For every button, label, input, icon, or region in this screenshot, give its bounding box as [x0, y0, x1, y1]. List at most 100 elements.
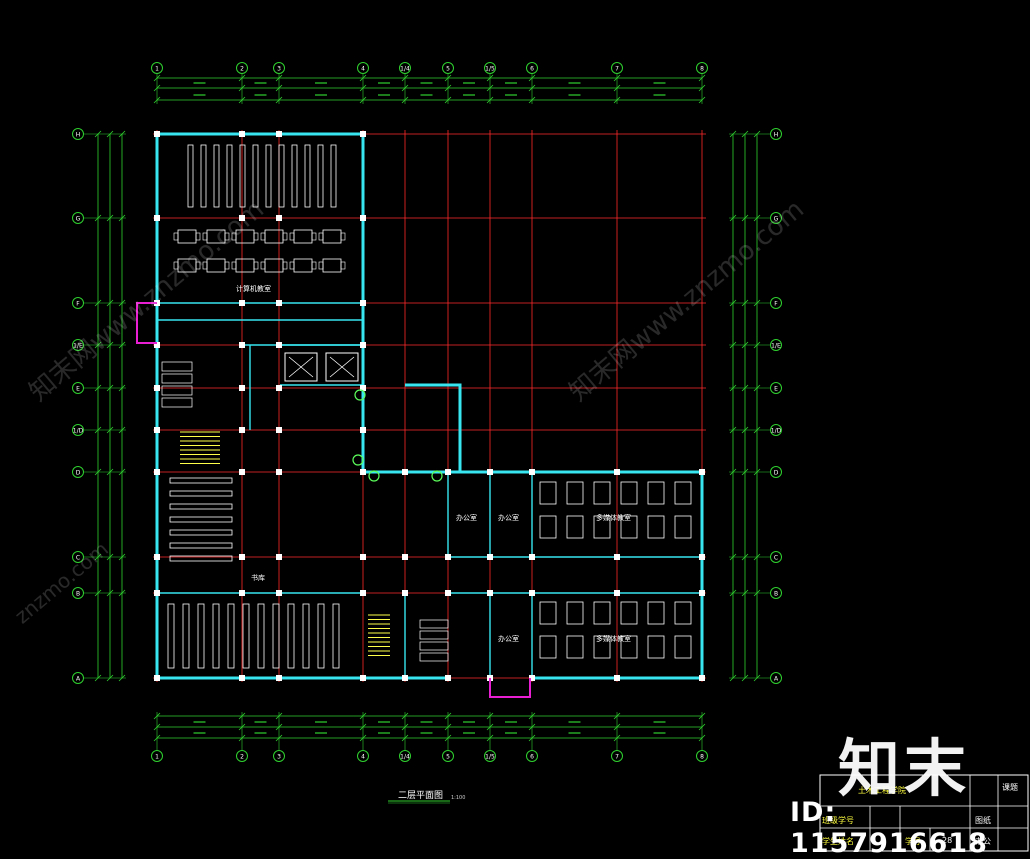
grid-bubble [770, 424, 782, 436]
column [402, 469, 408, 475]
desk-pair [647, 635, 665, 659]
grid-bubble-label: 1/5 [485, 754, 495, 761]
planter [354, 389, 366, 401]
column [529, 469, 535, 475]
grid-bubble [484, 750, 496, 762]
planter [352, 454, 364, 466]
bench [169, 503, 233, 510]
dimension-text [315, 732, 327, 734]
grid-bubble-label: 1/4 [400, 66, 410, 73]
chair [311, 261, 317, 270]
column [276, 427, 282, 433]
room-label: 办公室 [498, 514, 519, 522]
grid-bubble-label: D [76, 470, 81, 477]
chair [311, 232, 317, 241]
title-block-student-no-label: 学号 [905, 837, 921, 846]
dimension-lines [84, 74, 772, 750]
grid-bubble [399, 62, 411, 74]
desk [278, 144, 285, 208]
dimension-text [463, 82, 475, 84]
grid-bubble-label: H [774, 132, 779, 139]
grid-bubble-label: 1/D [73, 428, 84, 435]
grid-bubble [770, 128, 782, 140]
bench [169, 516, 233, 523]
chair [224, 261, 230, 270]
shelf [197, 603, 205, 669]
grid-bubble [72, 339, 84, 351]
wall [361, 345, 448, 474]
desk [252, 144, 259, 208]
toilet-stall [161, 397, 193, 408]
bench [169, 490, 233, 497]
desk-pair [566, 481, 584, 505]
grid-bubble [273, 62, 285, 74]
chair [231, 232, 237, 241]
grid-bubble-label: H [76, 132, 81, 139]
column [360, 427, 366, 433]
column [529, 675, 535, 681]
grid-bubble [72, 551, 84, 563]
bench [169, 529, 233, 536]
grid-bubble [611, 62, 623, 74]
column [360, 590, 366, 596]
plan-title: 二层平面图 [398, 791, 444, 801]
desk-pair [647, 515, 665, 539]
room-label: 办公室 [498, 635, 519, 643]
grid-bubble-label: E [774, 386, 778, 393]
column [445, 469, 451, 475]
dimension-text [378, 721, 390, 723]
desk [330, 144, 337, 208]
toilet-stall [161, 361, 193, 372]
grid-bubble [72, 587, 84, 599]
chair [318, 232, 324, 241]
desk-pair [647, 601, 665, 625]
grid-bubble [696, 750, 708, 762]
grid-bubble-label: 8 [700, 754, 704, 761]
dimension-text [568, 732, 581, 734]
column [239, 385, 245, 391]
column [445, 590, 451, 596]
grid-bubble [770, 551, 782, 563]
chair [282, 232, 288, 241]
grid-bubble-label: G [76, 216, 81, 223]
grid-bubble [770, 587, 782, 599]
grid-bubble [72, 672, 84, 684]
chair [289, 261, 295, 270]
grid-bubble-label: 5 [446, 66, 450, 73]
grid-bubble [770, 212, 782, 224]
chair [173, 261, 179, 270]
column [276, 469, 282, 475]
desk-pair [566, 601, 584, 625]
desk-pair [620, 601, 638, 625]
wall [405, 383, 462, 472]
grid-bubble [526, 750, 538, 762]
column [614, 590, 620, 596]
grid-bubble-label: 1/5 [485, 66, 495, 73]
grid-bubble [526, 62, 538, 74]
column [154, 675, 160, 681]
bench [169, 477, 233, 484]
column [239, 590, 245, 596]
grid-bubble [151, 62, 163, 74]
furniture [161, 144, 692, 669]
column [614, 554, 620, 560]
toilet-stall [419, 619, 449, 629]
column [276, 215, 282, 221]
column [154, 469, 160, 475]
grid-bubble-label: F [774, 301, 778, 308]
column [360, 469, 366, 475]
column [154, 342, 160, 348]
grid-bubble [357, 750, 369, 762]
desk-pair [674, 635, 692, 659]
table [322, 258, 342, 273]
chair [231, 261, 237, 270]
dimension-text [463, 732, 475, 734]
column [239, 469, 245, 475]
chair [173, 232, 179, 241]
desk-pair [620, 515, 638, 539]
desk-pair [674, 481, 692, 505]
shelf [302, 603, 310, 669]
grid-bubble [770, 339, 782, 351]
grid-bubble-label: B [774, 591, 778, 598]
